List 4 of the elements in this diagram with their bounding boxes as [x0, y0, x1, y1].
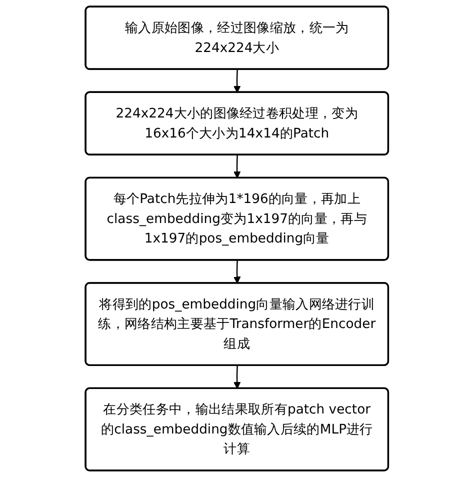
arrow — [234, 69, 241, 93]
arrow — [234, 366, 241, 389]
arrow — [234, 155, 241, 178]
arrow — [234, 260, 241, 284]
